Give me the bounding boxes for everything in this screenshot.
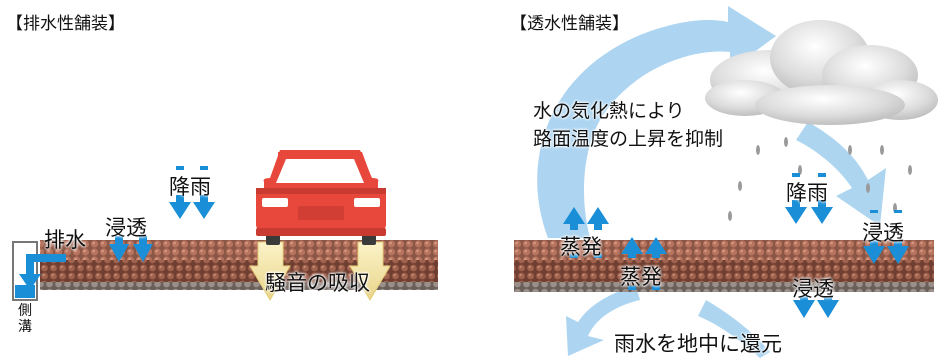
left-pavement-bottom-layer: [40, 282, 438, 290]
right-infiltration-label: 浸透: [862, 221, 904, 245]
evaporation-arrows-mid: [621, 237, 667, 290]
water-cycle-arrow: [537, 6, 886, 358]
heat-effect-line1: 水の気化熱により: [533, 100, 685, 122]
evaporation-label-left: 蒸発: [560, 235, 602, 259]
right-pavement-bottom-layer: [514, 282, 934, 292]
lower-infiltration-arrows: [793, 296, 839, 318]
gutter-label-bottom: 溝: [18, 319, 32, 335]
return-to-ground-label: 雨水を地中に還元: [614, 332, 782, 356]
left-rain-arrows: [169, 166, 215, 219]
right-infiltration-arrows: [863, 210, 909, 264]
raindrops: [728, 137, 912, 221]
right-panel: [514, 6, 938, 358]
lower-infiltration-label: 浸透: [792, 277, 834, 301]
drainage-label: 排水: [44, 228, 86, 252]
car-icon: [256, 150, 386, 245]
left-panel: [12, 150, 438, 301]
heat-effect-line2: 路面温度の上昇を抑制: [533, 128, 724, 150]
left-pavement-base-layer: [40, 260, 438, 282]
right-rain-label: 降雨: [786, 181, 828, 205]
right-pavement-mid-layer: [514, 260, 934, 282]
left-rain-label: 降雨: [169, 175, 211, 199]
left-infiltration-label: 浸透: [105, 216, 147, 240]
drainage-arrow: [19, 254, 66, 290]
left-panel-title: 【排水性舗装】: [6, 14, 125, 34]
evaporation-arrows-left: [563, 207, 609, 258]
left-infiltration-arrows: [109, 236, 153, 262]
noise-absorption-label: 騒音の吸収: [265, 271, 370, 295]
right-panel-title: 【透水性舗装】: [510, 14, 629, 34]
gutter-label-top: 側: [18, 303, 32, 319]
evaporation-label-mid: 蒸発: [620, 265, 662, 289]
cloud-icon: [705, 20, 938, 125]
right-pavement-top-layer: [514, 240, 934, 260]
noise-absorption-indicators: [249, 241, 391, 301]
right-rain-arrows: [785, 173, 833, 224]
